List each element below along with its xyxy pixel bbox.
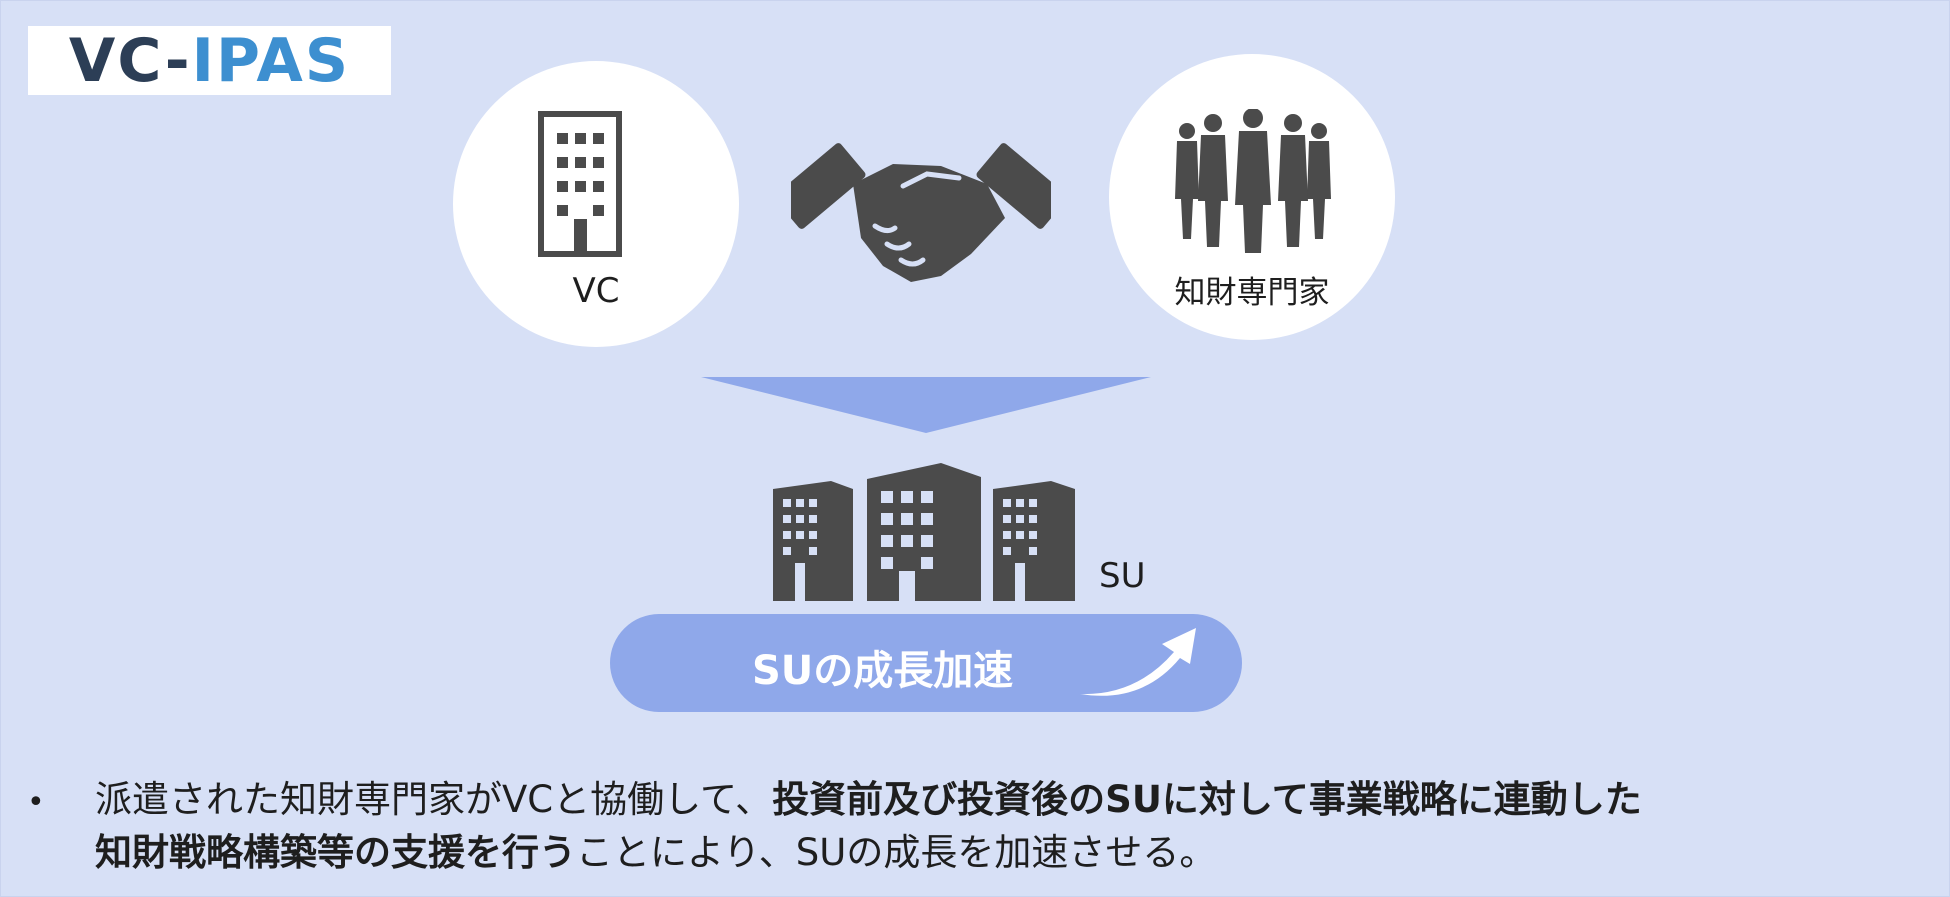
down-arrow-triangle — [701, 377, 1151, 433]
handshake-icon — [791, 143, 1051, 282]
description-line-2: 知財戦略構築等の支援を行うことにより、SUの成長を加速させる。 — [95, 834, 1216, 871]
group-of-people-icon — [1175, 109, 1331, 253]
vc-circle: VC — [453, 61, 739, 347]
growth-arrow-icon — [1080, 628, 1196, 696]
description-line-1-bold: 投資前及び投資後のSUに対して事業戦略に連動した — [772, 778, 1642, 821]
vc-ipas-logo: VC-IPAS — [28, 26, 391, 95]
ip-expert-circle: 知財専門家 — [1109, 54, 1395, 340]
bullet-point: • — [27, 785, 45, 820]
description-line-1-normal: 派遣された知財専門家がVCと協働して、 — [95, 778, 773, 821]
description-line-2-normal: ことにより、SUの成長を加速させる。 — [576, 831, 1217, 874]
description-line-2-bold: 知財戦略構築等の支援を行う — [95, 831, 576, 874]
su-growth-banner: SUの成長加速 — [610, 614, 1242, 712]
vc-label: VC — [572, 271, 620, 311]
logo-wordmark: VC-IPAS — [69, 31, 350, 91]
logo-part-ipas: IPAS — [191, 25, 351, 96]
startup-buildings-icon — [773, 463, 1075, 601]
office-building-icon — [538, 111, 622, 257]
logo-part-vc: VC- — [68, 25, 192, 96]
ip-expert-label: 知財専門家 — [1174, 275, 1330, 311]
description-line-1: 派遣された知財専門家がVCと協働して、投資前及び投資後のSUに対して事業戦略に連… — [95, 781, 1642, 818]
su-label: SU — [1099, 556, 1146, 596]
su-growth-text: SUの成長加速 — [752, 648, 1014, 694]
